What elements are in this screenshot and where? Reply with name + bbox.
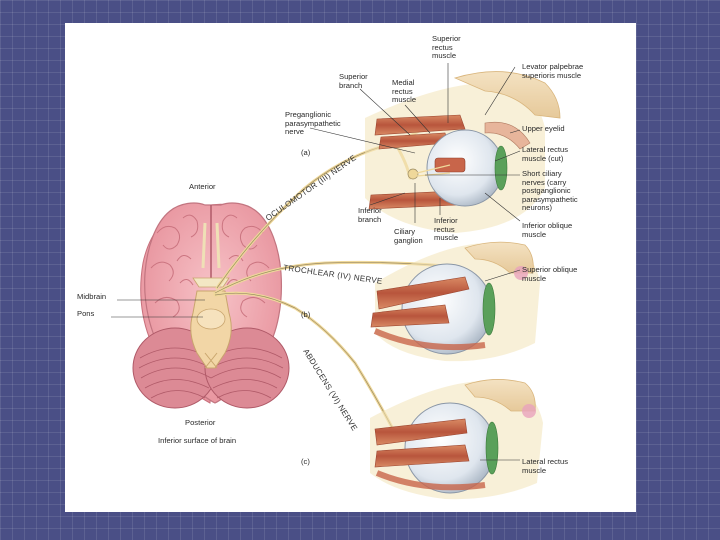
ciliary-ganglion-label: Ciliary ganglion [394,227,423,245]
inferior-surface-label: Inferior surface of brain [158,436,237,445]
preganglionic-nerve-label: Preganglionic parasympathetic nerve [285,110,341,137]
figure-panel: OCULOMOTOR (III) NERVE TROCHLEAR (IV) NE… [65,23,636,512]
superior-oblique-label: Superior oblique muscle [522,265,578,283]
midbrain-label: Midbrain [77,292,107,301]
cranial-nerves-illustration: OCULOMOTOR (III) NERVE TROCHLEAR (IV) NE… [111,63,561,500]
posterior-label: Posterior [185,418,216,427]
panel-b-label: (b) [301,310,311,319]
panel-c-label: (c) [301,457,310,466]
inferior-branch-label: Inferior branch [358,206,382,224]
medial-rectus-label: Medial rectus muscle [392,78,417,105]
panel-a-label: (a) [301,148,311,157]
anterior-label: Anterior [189,182,216,191]
superior-rectus-label: Superior rectus muscle [432,34,461,61]
lateral-rectus-label: Lateral rectus muscle [522,457,569,475]
levator-palpebrae-label: Levator palpebrae superioris muscle [522,62,584,80]
trochlear-nerve-label: TROCHLEAR (IV) NERVE [283,263,383,286]
inferior-oblique-label: Inferior oblique muscle [522,221,573,239]
superior-branch-label: Superior branch [339,72,368,90]
pons-label: Pons [77,309,95,318]
brain-inferior-view [132,202,290,409]
leader-lines [111,63,521,461]
eye-diagram-a [365,71,561,233]
eye-diagram-c [370,379,543,500]
lateral-rectus-cut-label: Lateral rectus muscle (cut) [522,145,569,163]
oculomotor-nerve-label: OCULOMOTOR (III) NERVE [264,153,358,223]
short-ciliary-nerves-label: Short ciliary nerves (carry postganglion… [522,169,578,213]
upper-eyelid-label: Upper eyelid [522,124,565,133]
eye-diagram-b [370,241,540,362]
abducens-nerve-label: ABDUCENS (VI) NERVE [301,347,359,432]
inferior-rectus-label: Inferior rectus muscle [434,216,459,243]
